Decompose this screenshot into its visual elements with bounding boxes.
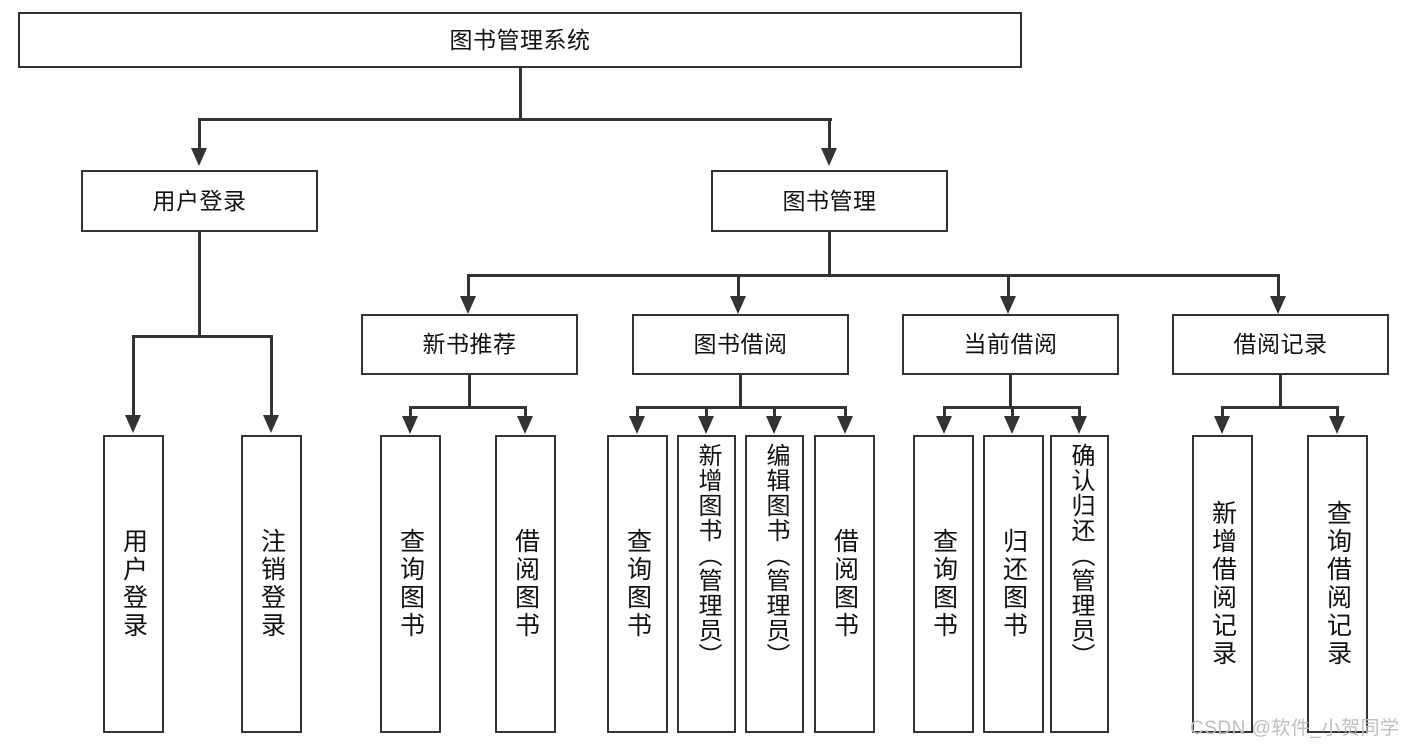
edge-bm-to-borrow-record xyxy=(1277,274,1280,298)
leaf-bb-query-book[interactable]: 查询图书 xyxy=(607,435,668,733)
node-label: 查询图书 xyxy=(929,528,958,640)
arrow-nbr-to-leaf-2 xyxy=(517,416,533,434)
edge-nbr-trunk xyxy=(468,375,471,409)
edge-cb-trunk xyxy=(1009,375,1012,409)
arrow-br-to-leaf-2 xyxy=(1329,416,1345,434)
edge-user-login-trunk xyxy=(198,232,201,337)
node-label: 注销登录 xyxy=(257,528,286,640)
csdn-watermark: CSDN @软件_小贺同学 xyxy=(1190,718,1400,739)
arrow-bb-to-leaf-4 xyxy=(837,416,853,434)
edge-bb-to-leaf-3 xyxy=(773,406,776,418)
node-borrow-record[interactable]: 借阅记录 xyxy=(1172,314,1389,375)
edge-nbr-bus xyxy=(409,406,527,409)
leaf-bb-add-book-admin[interactable]: 新增图书（管理员） xyxy=(677,435,736,733)
arrow-bb-to-leaf-1 xyxy=(629,416,645,434)
arrow-bm-to-borrow-record xyxy=(1270,296,1286,314)
edge-br-bus xyxy=(1221,406,1339,409)
node-label: 图书管理系统 xyxy=(449,26,591,53)
edge-root-bus xyxy=(198,118,832,121)
edge-br-trunk xyxy=(1279,375,1282,409)
edge-cb-to-leaf-3 xyxy=(1078,406,1081,418)
leaf-br-add-record[interactable]: 新增借阅记录 xyxy=(1192,435,1253,733)
node-label: 借阅记录 xyxy=(1233,331,1328,358)
leaf-user-login-login[interactable]: 用户登录 xyxy=(103,435,164,733)
edge-book-management-bus xyxy=(467,274,1279,277)
edge-root-trunk xyxy=(519,68,522,120)
node-label: 图书借阅 xyxy=(693,331,788,358)
leaf-user-login-logout[interactable]: 注销登录 xyxy=(241,435,302,733)
node-label: 查询图书 xyxy=(623,528,652,640)
node-label: 图书管理 xyxy=(782,187,877,214)
node-label: 用户登录 xyxy=(152,187,247,214)
node-book-management[interactable]: 图书管理 xyxy=(711,170,948,232)
edge-bm-to-current-borrow xyxy=(1007,274,1010,298)
arrow-cb-to-leaf-1 xyxy=(936,416,952,434)
edge-bb-to-leaf-2 xyxy=(705,406,708,418)
node-label: 借阅图书 xyxy=(511,528,540,640)
node-label: 查询图书 xyxy=(396,528,425,640)
edge-root-to-book-management xyxy=(828,118,831,150)
leaf-nbr-query-book[interactable]: 查询图书 xyxy=(380,435,441,733)
node-label: 确认归还（管理员） xyxy=(1066,443,1094,668)
leaf-cb-confirm-return-admin[interactable]: 确认归还（管理员） xyxy=(1050,435,1109,733)
edge-user-login-to-leaf-2 xyxy=(270,335,273,417)
arrow-cb-to-leaf-2 xyxy=(1004,416,1020,434)
leaf-cb-return-book[interactable]: 归还图书 xyxy=(983,435,1044,733)
edge-root-to-user-login xyxy=(198,118,201,150)
leaf-br-query-record[interactable]: 查询借阅记录 xyxy=(1307,435,1368,733)
edge-nbr-to-leaf-2 xyxy=(524,406,527,418)
node-label: 新增图书（管理员） xyxy=(693,443,721,668)
edge-cb-to-leaf-2 xyxy=(1011,406,1014,418)
arrow-root-to-book-management xyxy=(821,148,837,166)
leaf-bb-edit-book-admin[interactable]: 编辑图书（管理员） xyxy=(745,435,804,733)
node-label: 查询借阅记录 xyxy=(1323,500,1352,668)
node-user-login[interactable]: 用户登录 xyxy=(81,170,318,232)
arrow-bb-to-leaf-2 xyxy=(698,416,714,434)
node-label: 新书推荐 xyxy=(422,331,517,358)
edge-cb-bus xyxy=(943,406,1078,409)
leaf-bb-borrow-book[interactable]: 借阅图书 xyxy=(814,435,875,733)
arrow-bm-to-book-borrow xyxy=(730,296,746,314)
arrow-nbr-to-leaf-1 xyxy=(402,416,418,434)
edge-bm-to-book-borrow xyxy=(737,274,740,298)
edge-user-login-to-leaf-1 xyxy=(132,335,135,417)
edge-bm-to-new-book xyxy=(467,274,470,298)
edge-nbr-to-leaf-1 xyxy=(409,406,412,418)
node-label: 借阅图书 xyxy=(830,528,859,640)
edge-book-management-trunk xyxy=(828,232,831,277)
edge-bb-to-leaf-1 xyxy=(636,406,639,418)
node-root-book-management-system[interactable]: 图书管理系统 xyxy=(18,12,1022,68)
node-label: 当前借阅 xyxy=(963,331,1058,358)
leaf-cb-query-book[interactable]: 查询图书 xyxy=(913,435,974,733)
arrow-bb-to-leaf-3 xyxy=(766,416,782,434)
arrow-bm-to-new-book xyxy=(460,296,476,314)
arrow-br-to-leaf-1 xyxy=(1214,416,1230,434)
node-label: 编辑图书（管理员） xyxy=(761,443,789,668)
node-new-book-recommend[interactable]: 新书推荐 xyxy=(361,314,578,375)
node-current-borrow[interactable]: 当前借阅 xyxy=(902,314,1119,375)
arrow-bm-to-current-borrow xyxy=(1000,296,1016,314)
node-label: 新增借阅记录 xyxy=(1208,500,1237,668)
arrow-user-login-to-leaf-1 xyxy=(125,415,141,433)
node-label: 用户登录 xyxy=(119,528,148,640)
edge-br-to-leaf-2 xyxy=(1336,406,1339,418)
arrow-cb-to-leaf-3 xyxy=(1071,416,1087,434)
edge-user-login-bus xyxy=(132,335,271,338)
edge-cb-to-leaf-1 xyxy=(943,406,946,418)
edge-bb-trunk xyxy=(739,375,742,409)
arrow-user-login-to-leaf-2 xyxy=(263,415,279,433)
node-label: 归还图书 xyxy=(999,528,1028,640)
arrow-root-to-user-login xyxy=(191,148,207,166)
edge-bb-bus xyxy=(636,406,847,409)
edge-bb-to-leaf-4 xyxy=(844,406,847,418)
leaf-nbr-borrow-book[interactable]: 借阅图书 xyxy=(495,435,556,733)
node-book-borrow[interactable]: 图书借阅 xyxy=(632,314,849,375)
edge-br-to-leaf-1 xyxy=(1221,406,1224,418)
